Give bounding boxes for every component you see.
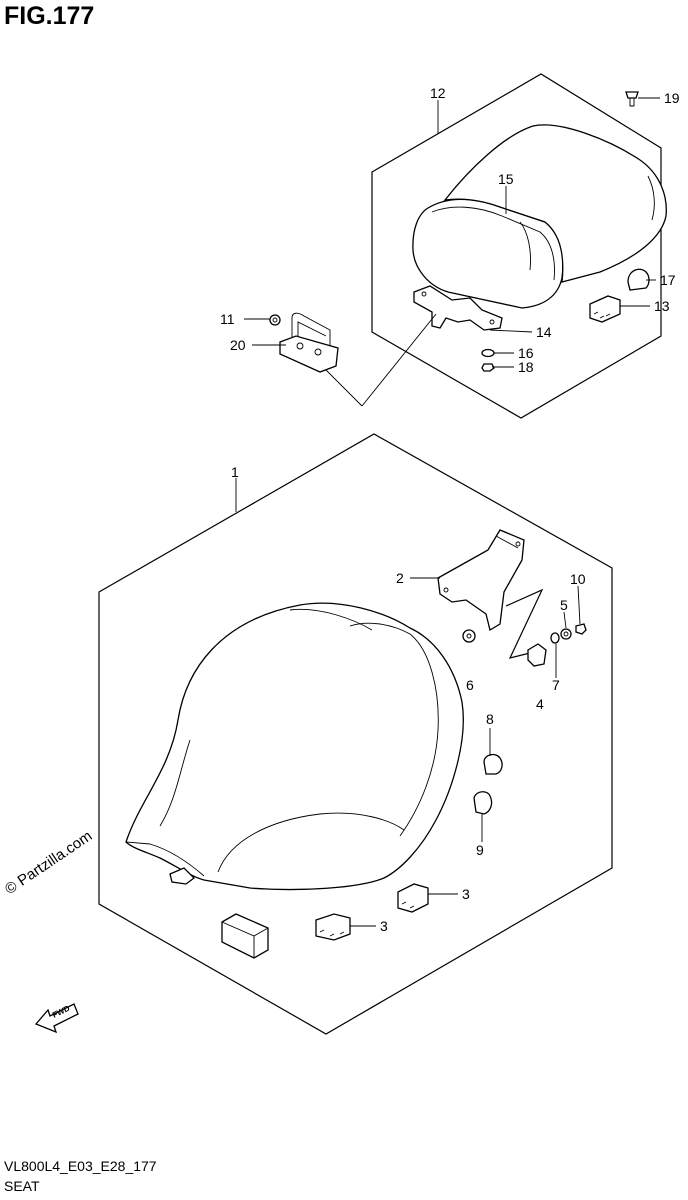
handle-bracket — [279, 312, 339, 373]
washer-16 — [481, 348, 495, 358]
callout-8: 8 — [486, 711, 494, 727]
callout-15: 15 — [498, 171, 514, 187]
callout-labels: 1 2 3 3 4 5 6 7 8 9 10 11 12 13 14 15 16… — [220, 85, 680, 934]
main-seat — [125, 602, 464, 891]
callout-18: 18 — [518, 359, 534, 375]
callout-11: 11 — [220, 311, 235, 327]
passenger-seat-group-outline — [371, 73, 662, 419]
callout-5: 5 — [560, 597, 568, 613]
callout-2: 2 — [396, 570, 404, 586]
callout-20: 20 — [230, 337, 246, 353]
callout-3a: 3 — [462, 886, 470, 902]
callout-13: 13 — [654, 298, 670, 314]
callout-12: 12 — [430, 85, 446, 101]
passenger-seat-pad — [412, 124, 667, 309]
cushion-8 — [483, 753, 503, 775]
nut-18 — [481, 363, 495, 372]
washer-6 — [462, 629, 476, 643]
callout-16: 16 — [518, 345, 534, 361]
nut-10 — [575, 623, 587, 635]
cushion-3a — [397, 883, 429, 913]
figure-title: FIG.177 — [4, 2, 95, 30]
main-seat-group-outline — [98, 433, 613, 1035]
cushion-3b — [315, 913, 351, 941]
figure-caption: SEAT — [4, 1178, 40, 1194]
callout-6: 6 — [466, 677, 474, 693]
cushion-17 — [627, 268, 650, 291]
callout-19: 19 — [664, 90, 680, 106]
clip-4 — [527, 643, 547, 667]
cushion-9 — [473, 791, 493, 815]
leader-lines — [235, 97, 660, 927]
document-box — [221, 913, 269, 959]
callout-9: 9 — [476, 842, 484, 858]
fwd-arrow: FWD — [34, 1003, 79, 1034]
callout-10: 10 — [570, 571, 586, 587]
figure-code: VL800L4_E03_E28_177 — [4, 1158, 157, 1174]
callout-14: 14 — [536, 324, 552, 340]
seat-bracket — [437, 529, 525, 632]
cushion-13 — [589, 295, 621, 323]
nut-11 — [269, 314, 281, 326]
callout-3b: 3 — [380, 918, 388, 934]
bracket-link-line — [505, 588, 544, 659]
bolt-19 — [625, 91, 639, 107]
collar-7 — [550, 632, 560, 644]
callout-4: 4 — [536, 696, 544, 712]
washer-5 — [560, 628, 572, 640]
callout-1: 1 — [231, 464, 239, 480]
callout-7: 7 — [552, 677, 560, 693]
callout-17: 17 — [660, 272, 676, 288]
